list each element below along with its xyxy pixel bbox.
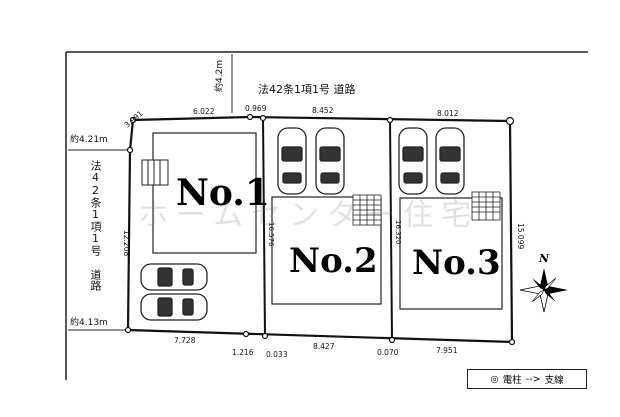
dim-right: 15.099	[516, 223, 525, 249]
lot1-building	[152, 132, 257, 254]
compass-north-label: N	[538, 252, 550, 265]
dim-bottom-0: 7.728	[174, 336, 196, 345]
dim-bottom-1: 1.216	[232, 348, 254, 357]
car-icon	[277, 127, 307, 195]
west-road-label: 法42条1項1号 道路	[89, 160, 102, 291]
dim-inner-lot3: 16.320	[394, 220, 402, 245]
north-road-width: 約4.2m	[213, 60, 225, 92]
dim-top-2: 0.969	[245, 104, 267, 113]
lot3-porch	[471, 191, 501, 221]
car-icon	[435, 127, 465, 195]
lot1-label: No.1	[176, 172, 270, 214]
north-road-label: 法42条1項1号 道路	[258, 82, 356, 96]
dim-bottom-5: 7.951	[436, 346, 458, 355]
legend: ◎ 電柱 --> 支線	[467, 369, 587, 389]
branch-line-icon: -->	[525, 373, 541, 385]
dim-inner-lot2: 16.576	[267, 222, 275, 247]
car-icon	[140, 263, 208, 291]
dim-bottom-3: 8.427	[313, 342, 335, 351]
dim-top-4: 8.012	[437, 109, 459, 118]
dim-top-1: 6.022	[193, 107, 215, 116]
car-icon	[315, 127, 345, 195]
west-road-width-top: 約4.21m	[70, 133, 108, 145]
lot2-porch	[352, 194, 382, 226]
lot3-label: No.3	[412, 243, 501, 283]
car-icon	[140, 293, 208, 321]
lot2-building	[271, 196, 382, 305]
lot3-building	[399, 197, 503, 310]
legend-branch-label: 支線	[544, 375, 564, 386]
utility-pole-icon: ◎	[490, 373, 499, 385]
watermark: ホームセンター住宅	[138, 198, 480, 233]
dim-top-3: 8.452	[312, 106, 334, 115]
west-road-width-bottom: 約4.13m	[70, 316, 108, 328]
boundary-marker-icon	[124, 113, 516, 346]
road-width-arrows	[68, 54, 233, 331]
dim-bottom-2: 0.033	[266, 350, 288, 359]
lot2-label: No.2	[289, 241, 378, 281]
dim-left: 12.208	[122, 230, 131, 256]
dim-bottom-4: 0.070	[377, 348, 399, 357]
compass-icon	[519, 268, 568, 313]
lot1-porch	[141, 159, 169, 186]
lot-divider-2-3	[389, 119, 393, 341]
legend-pole-label: 電柱	[502, 375, 522, 386]
lot-divider-1-2	[262, 117, 266, 337]
car-icon	[398, 127, 428, 195]
